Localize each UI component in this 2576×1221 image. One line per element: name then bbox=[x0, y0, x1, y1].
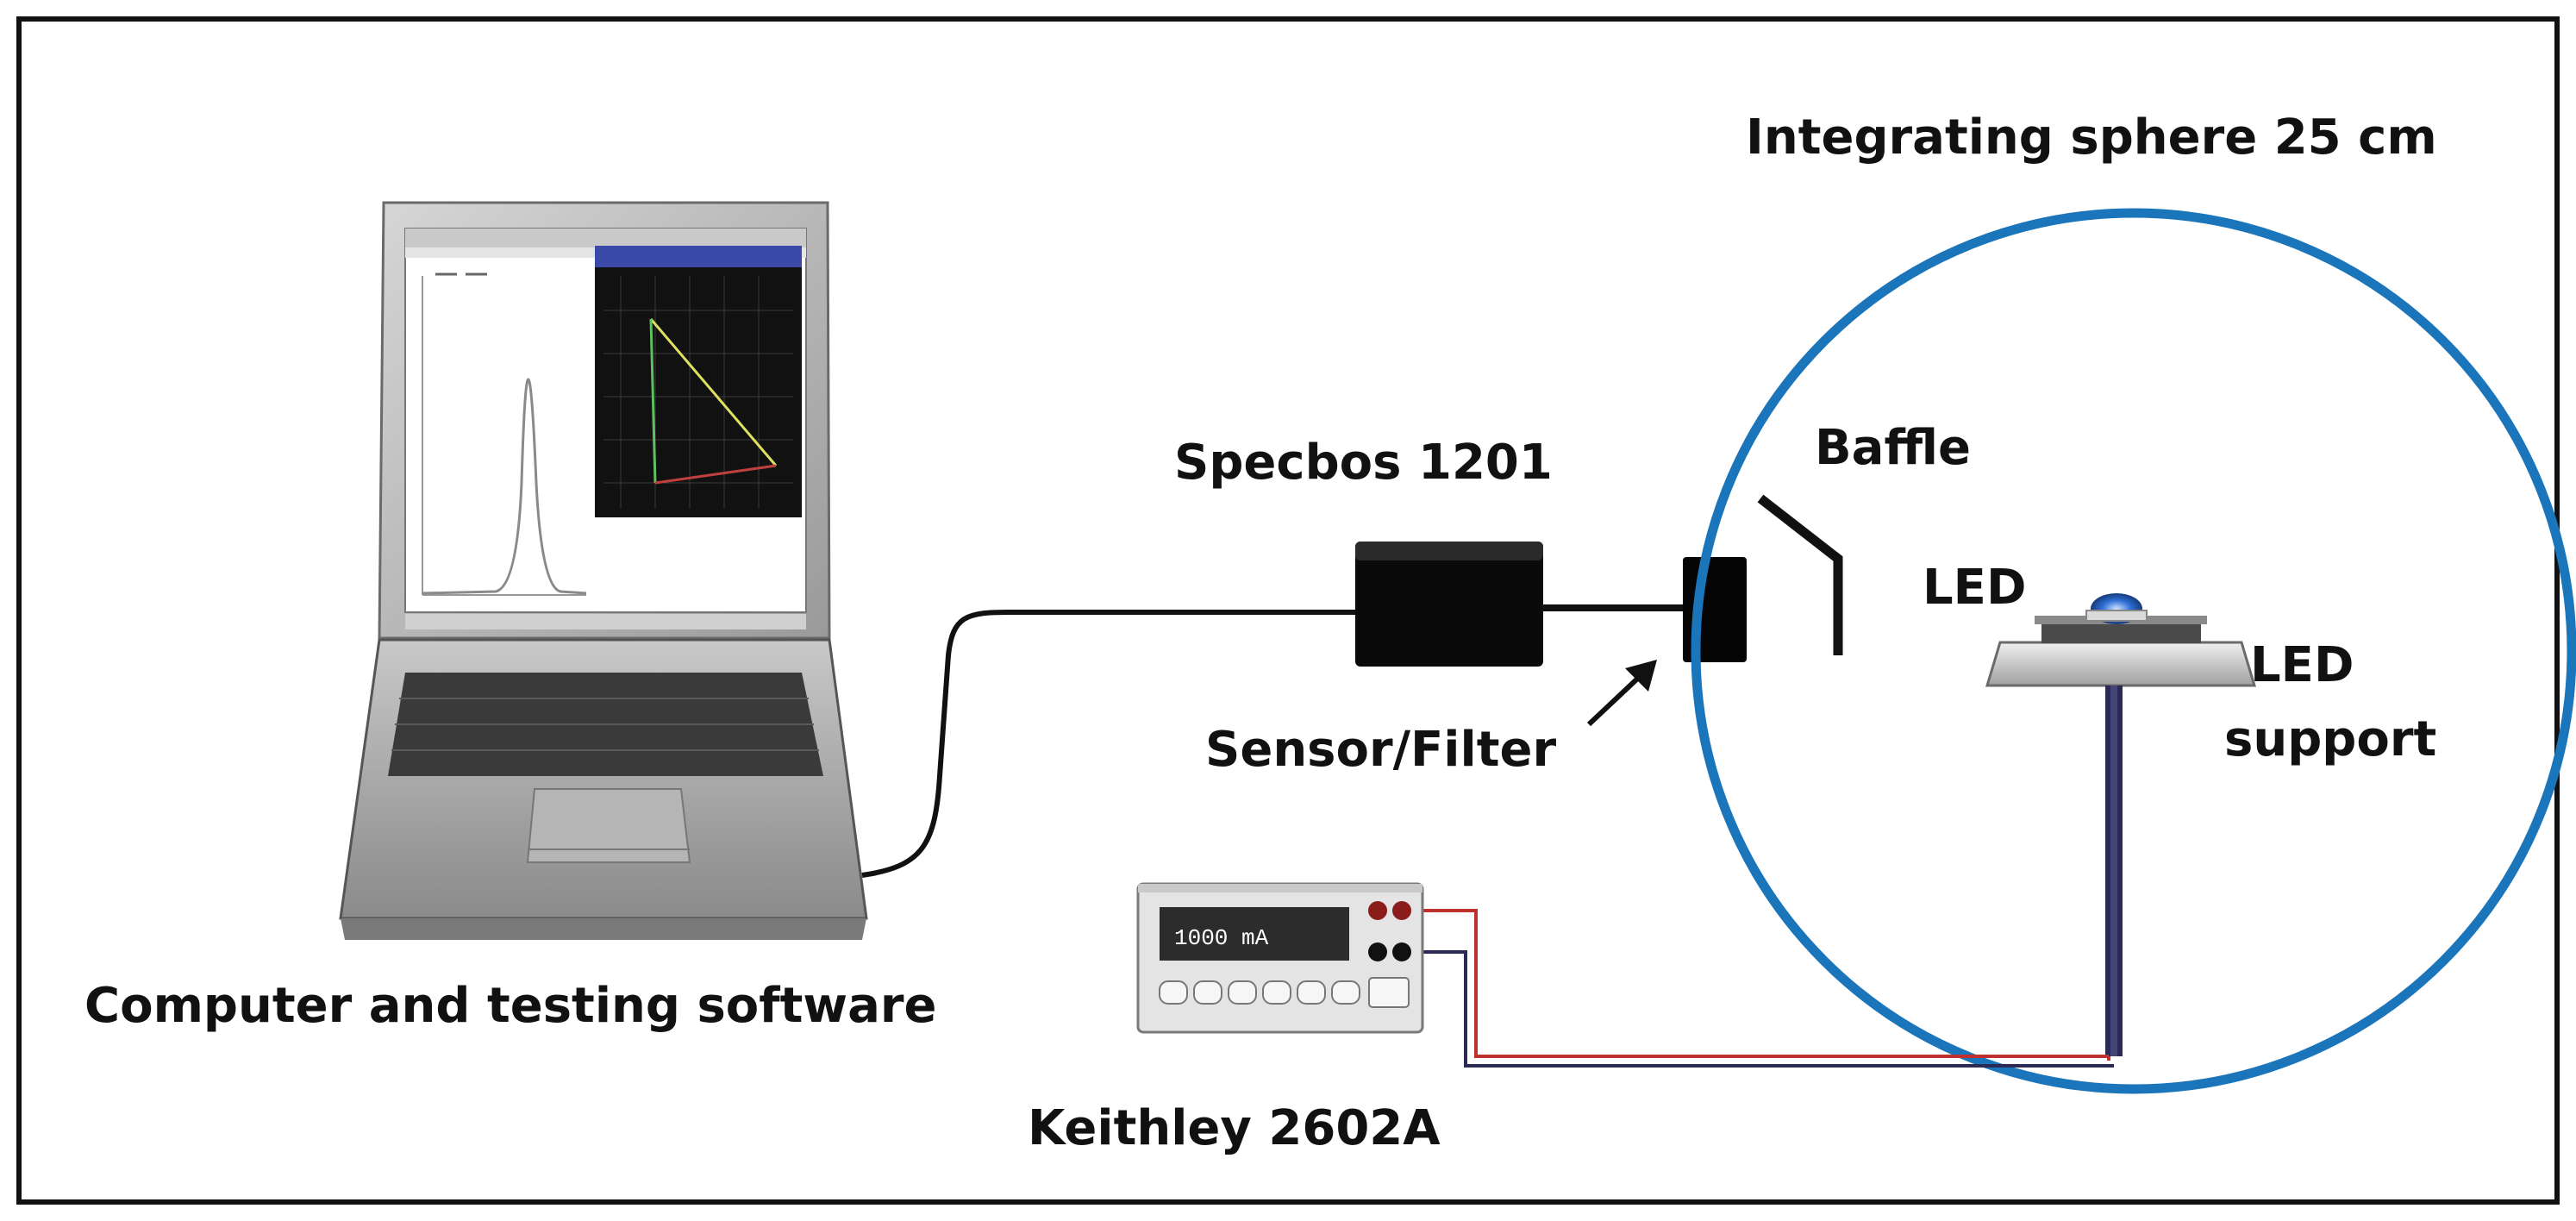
label-led-support-line1: LED bbox=[2250, 637, 2354, 693]
sensor-arrow bbox=[1586, 660, 1657, 727]
label-led: LED bbox=[1923, 560, 2026, 616]
specbos-spectroradiometer bbox=[1355, 542, 1543, 667]
label-baffle: Baffle bbox=[1815, 420, 1971, 476]
led-emitter bbox=[2085, 593, 2148, 624]
keithley-source-meter: 1000 mA bbox=[1136, 882, 1424, 1034]
label-specbos: Specbos 1201 bbox=[1174, 435, 1553, 491]
led-support bbox=[1985, 616, 2257, 687]
meter-display bbox=[1160, 907, 1349, 961]
outer-border bbox=[16, 16, 2560, 1205]
label-keithley: Keithley 2602A bbox=[1028, 1100, 1441, 1156]
meter-reading: 1000 mA bbox=[1174, 925, 1269, 951]
label-led-support-line2: support bbox=[2224, 711, 2436, 767]
wire-positive bbox=[1404, 909, 2109, 1058]
wire-negative bbox=[1404, 950, 2114, 1068]
label-integrating-sphere: Integrating sphere 25 cm bbox=[1746, 110, 2437, 166]
chromaticity-diagram-thumbnail bbox=[595, 246, 802, 517]
usb-cable bbox=[861, 610, 1358, 878]
integrating-sphere bbox=[1691, 208, 2576, 1094]
baffle bbox=[1757, 494, 1843, 655]
label-sensor-filter: Sensor/Filter bbox=[1205, 722, 1556, 778]
spectrum-plot-thumbnail bbox=[422, 272, 587, 596]
laptop-illustration bbox=[339, 201, 868, 940]
label-computer: Computer and testing software bbox=[84, 978, 937, 1034]
